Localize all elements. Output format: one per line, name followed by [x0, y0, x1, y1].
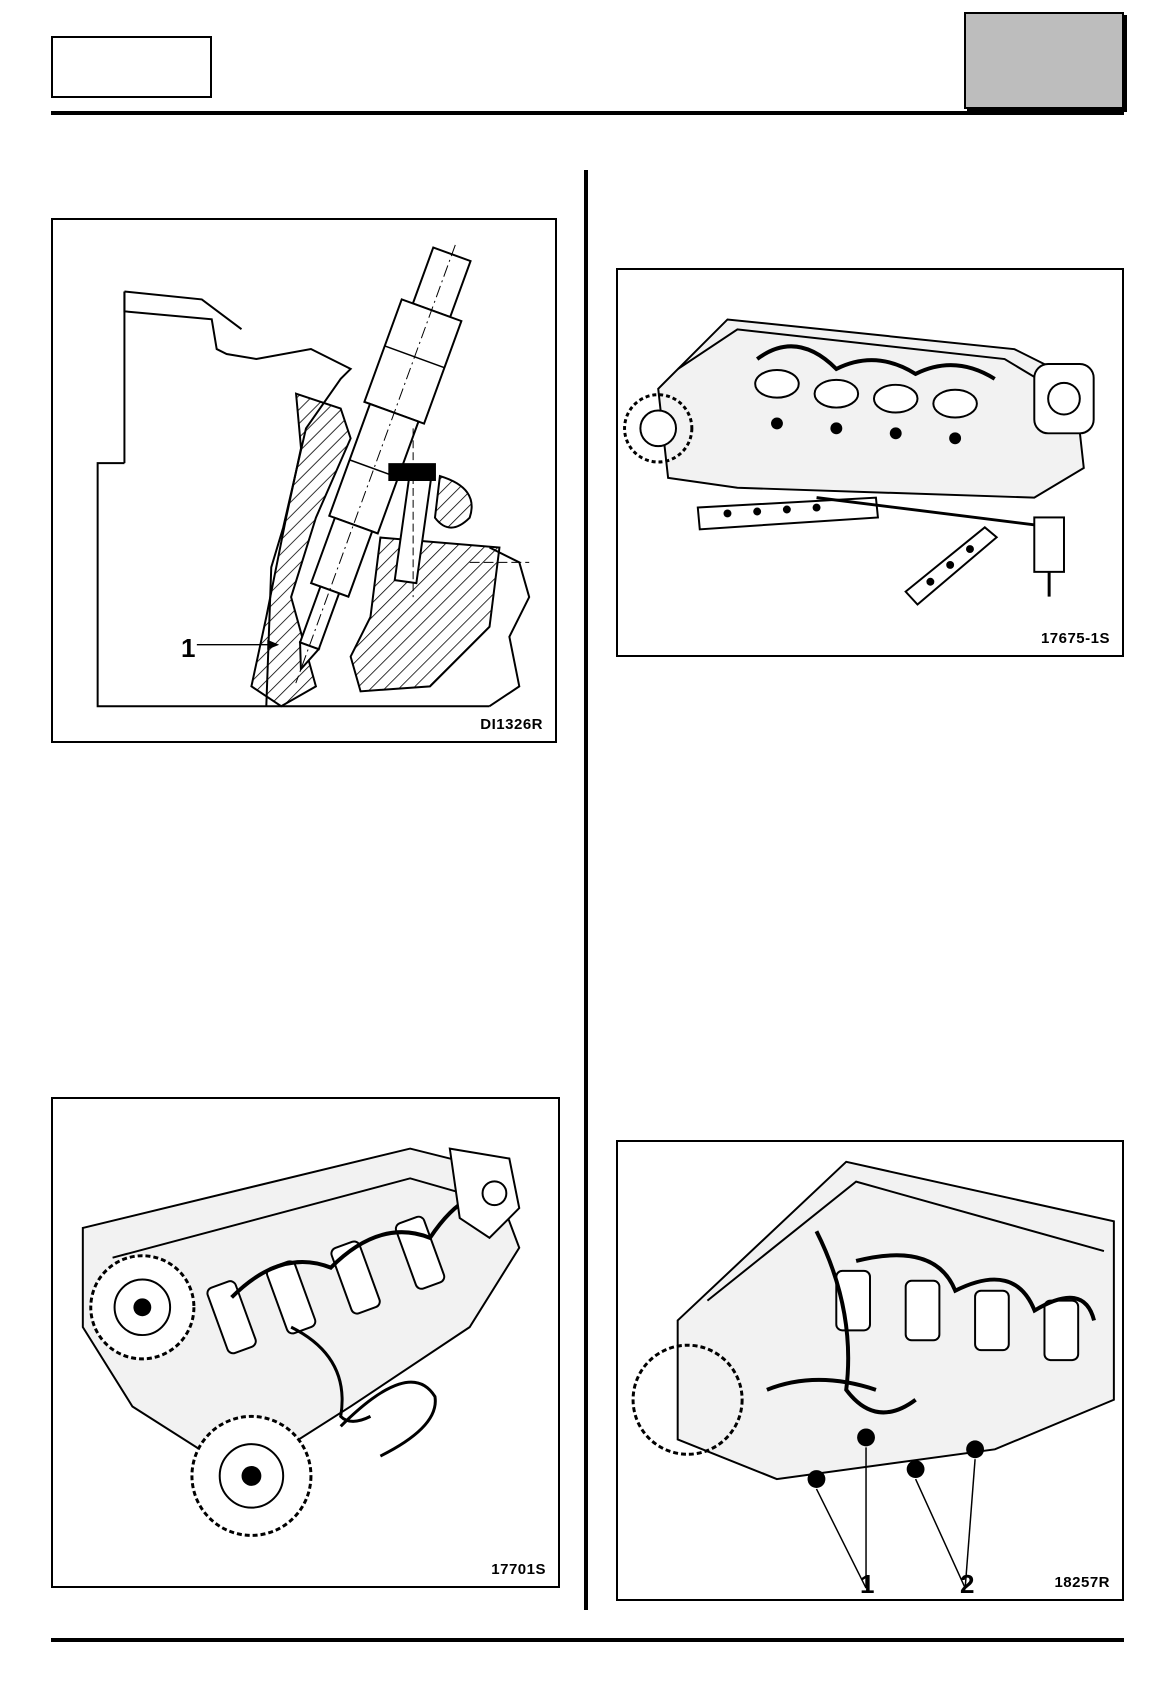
figure-engine-detail: 1 2 18257R	[616, 1140, 1124, 1601]
injector-section-drawing	[96, 244, 531, 708]
column-divider	[584, 170, 588, 1610]
figure-code: 17701S	[491, 1561, 546, 1578]
callout-2: 2	[960, 1569, 975, 1599]
figure-code: DI1326R	[480, 716, 543, 733]
callout-1: 1	[181, 633, 196, 663]
engine-stand-drawing	[623, 318, 1095, 606]
figure-cylinder-head: 17701S	[51, 1097, 560, 1588]
figure-injector-section: 1 DI1326R	[51, 218, 557, 743]
figure-code: 18257R	[1054, 1574, 1110, 1591]
figure-code: 17675-1S	[1040, 630, 1110, 647]
figure-engine-stand: 17675-1S	[616, 268, 1124, 657]
cylinder-head-drawing	[81, 1147, 521, 1537]
header-rule	[51, 111, 1124, 115]
callout-1: 1	[860, 1569, 875, 1599]
footer-rule	[51, 1638, 1124, 1642]
engine-detail-drawing	[631, 1160, 1115, 1589]
section-tab-box	[964, 12, 1124, 109]
header-label-box	[51, 36, 212, 98]
